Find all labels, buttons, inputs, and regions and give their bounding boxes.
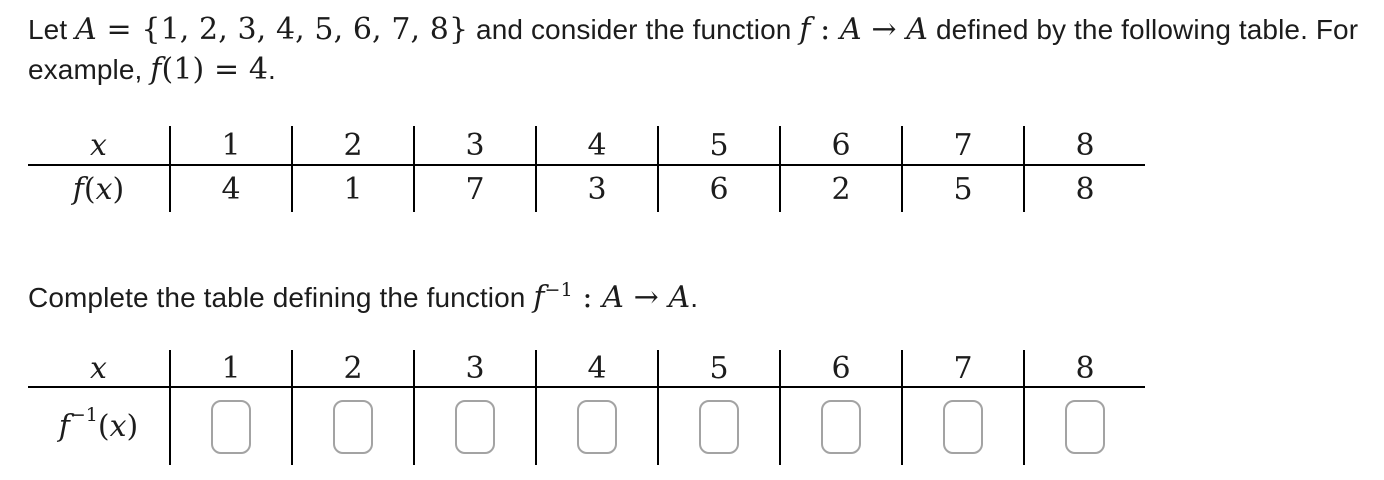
x-header-cell: 7 [901, 126, 1023, 166]
fx-value-cell: 3 [535, 166, 657, 212]
f-table: x 1 2 3 4 5 6 7 8 f(x) 4 1 7 3 6 2 5 8 [28, 126, 1384, 212]
f-inverse-input-6[interactable] [821, 399, 861, 454]
fx-value-cell: 6 [657, 166, 779, 212]
problem-statement: Let A = {1, 2, 3, 4, 5, 6, 7, 8} and con… [28, 10, 1384, 90]
codomain-symbol: A [906, 12, 929, 47]
question-panel: Let A = {1, 2, 3, 4, 5, 6, 7, 8} and con… [28, 10, 1384, 465]
x-header-cell: 5 [657, 350, 779, 388]
finv-answer-cell [779, 388, 901, 465]
fx-value-cell: 2 [779, 166, 901, 212]
finv-answer-cell [413, 388, 535, 465]
x-header-cell: 2 [291, 350, 413, 388]
set-symbol: A [75, 12, 97, 47]
arrow-symbol: → [861, 12, 907, 47]
f-inverse-table: x 1 2 3 4 5 6 7 8 f−1(x) [28, 350, 1384, 465]
equals-sign: = [96, 12, 142, 47]
x-header-cell: 2 [291, 126, 413, 166]
statement-text: and consider the function [468, 14, 800, 45]
x-row-label: x [28, 350, 169, 388]
finv-answer-cell [901, 388, 1023, 465]
finv-answer-cell [291, 388, 413, 465]
finv-answer-cell [535, 388, 657, 465]
f-inverse-input-5[interactable] [699, 399, 739, 454]
f-inverse-input-2[interactable] [333, 399, 373, 454]
codomain-symbol: A [668, 280, 691, 315]
x-header-cell: 4 [535, 350, 657, 388]
inverse-exponent: −1 [544, 278, 573, 301]
f-inverse-input-7[interactable] [943, 399, 983, 454]
function-symbol: f [799, 12, 811, 47]
x-header-cell: 7 [901, 350, 1023, 388]
prompt-text: Complete the table defining the function [28, 282, 534, 313]
x-header-cell: 3 [413, 126, 535, 166]
colon: : [810, 12, 841, 47]
prompt-text: . [690, 282, 699, 313]
x-header-cell: 3 [413, 350, 535, 388]
domain-symbol: A [840, 12, 862, 47]
finv-answer-cell [169, 388, 291, 465]
finv-row-label: f−1(x) [58, 404, 139, 444]
f-inverse-input-8[interactable] [1065, 399, 1105, 454]
x-header-cell: 8 [1023, 126, 1145, 166]
finv-answer-cell [657, 388, 779, 465]
finv-answer-cell [1023, 388, 1145, 465]
fx-value-cell: 4 [169, 166, 291, 212]
x-header-cell: 6 [779, 350, 901, 388]
statement-text: example, [28, 54, 151, 85]
statement-text: . [268, 54, 276, 85]
fx-row-label: f(x) [72, 171, 125, 207]
equals-sign: = [204, 52, 249, 87]
fx-value-cell: 8 [1023, 166, 1145, 212]
x-header-cell: 4 [535, 126, 657, 166]
x-header-cell: 1 [169, 350, 291, 388]
x-header-cell: 1 [169, 126, 291, 166]
function-inverse-symbol: f [533, 280, 545, 315]
domain-symbol: A [602, 280, 625, 315]
colon: : [572, 280, 603, 315]
f-inverse-input-3[interactable] [455, 399, 495, 454]
example-argument: (1) [161, 52, 205, 87]
prompt-statement: Complete the table defining the function… [28, 278, 1384, 318]
x-header-cell: 6 [779, 126, 901, 166]
set-values: {1, 2, 3, 4, 5, 6, 7, 8} [141, 12, 469, 47]
statement-text: defined by the following table. For [928, 14, 1359, 45]
fx-value-cell: 7 [413, 166, 535, 212]
x-header-cell: 8 [1023, 350, 1145, 388]
x-header-cell: 5 [657, 126, 779, 166]
fx-value-cell: 1 [291, 166, 413, 212]
function-symbol: f [150, 52, 162, 87]
fx-value-cell: 5 [901, 166, 1023, 212]
f-inverse-input-1[interactable] [211, 399, 251, 454]
f-inverse-input-4[interactable] [577, 399, 617, 454]
arrow-symbol: → [624, 280, 669, 315]
x-row-label: x [28, 126, 169, 166]
statement-text: Let [28, 14, 76, 45]
example-value: 4 [248, 52, 269, 87]
